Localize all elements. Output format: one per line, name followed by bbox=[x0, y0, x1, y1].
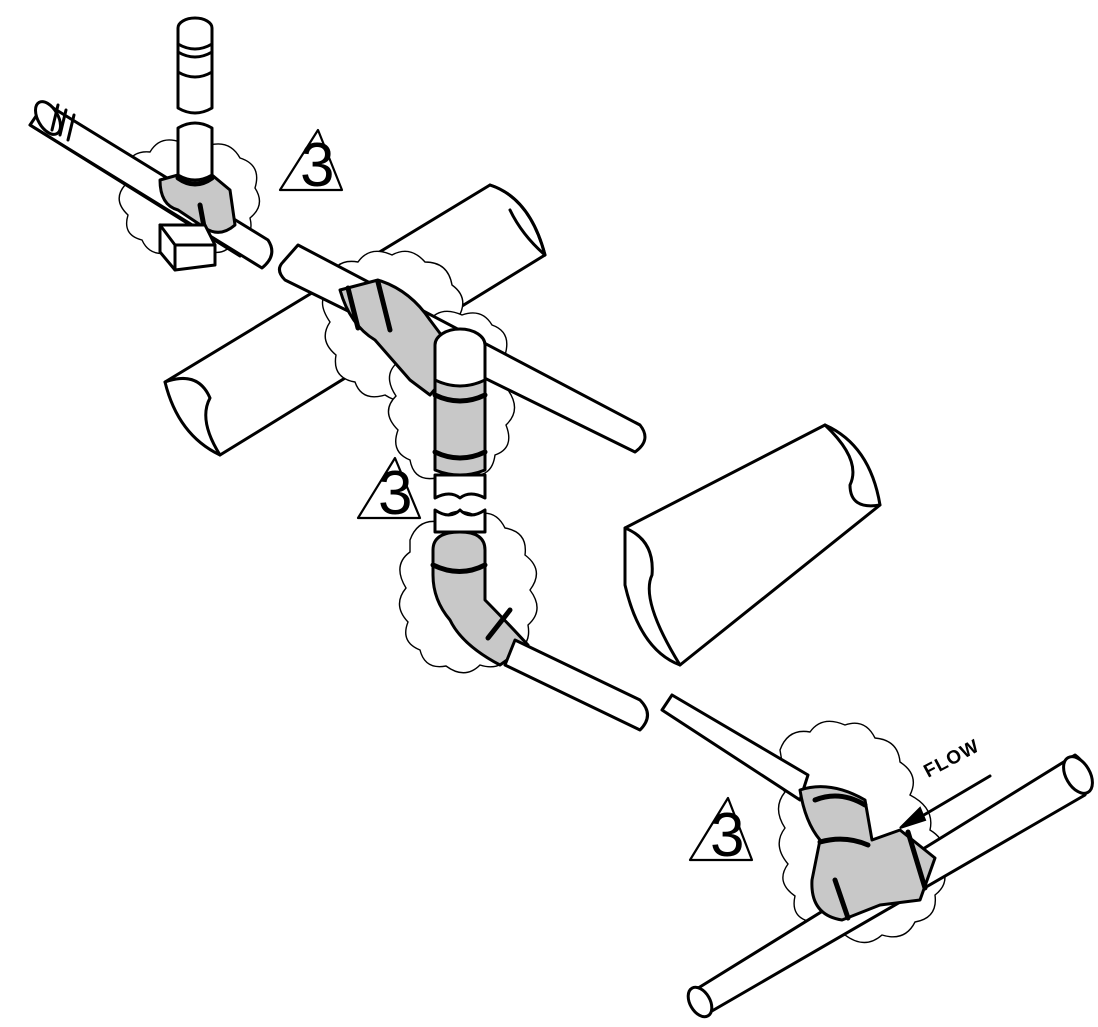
flow-label: FLOW bbox=[920, 736, 983, 783]
revision-marker-middle: 3 bbox=[356, 456, 422, 528]
middle-elbow-fitting bbox=[430, 530, 810, 802]
revision-marker-top: 3 bbox=[278, 128, 344, 200]
revision-number: 3 bbox=[710, 801, 744, 870]
revision-marker-bottom: 3 bbox=[688, 796, 754, 870]
bottom-tee-fitting bbox=[798, 785, 937, 922]
revision-number: 3 bbox=[300, 131, 334, 200]
vertical-riser-pipe bbox=[432, 327, 488, 534]
pipe-support-block bbox=[158, 223, 217, 272]
large-pipe-lower bbox=[623, 423, 882, 667]
flow-arrow bbox=[899, 774, 992, 829]
top-horizontal-pipe bbox=[28, 100, 647, 454]
top-riser-pipe bbox=[176, 16, 214, 182]
revision-number: 3 bbox=[378, 459, 412, 528]
top-tee-fitting bbox=[158, 173, 237, 235]
